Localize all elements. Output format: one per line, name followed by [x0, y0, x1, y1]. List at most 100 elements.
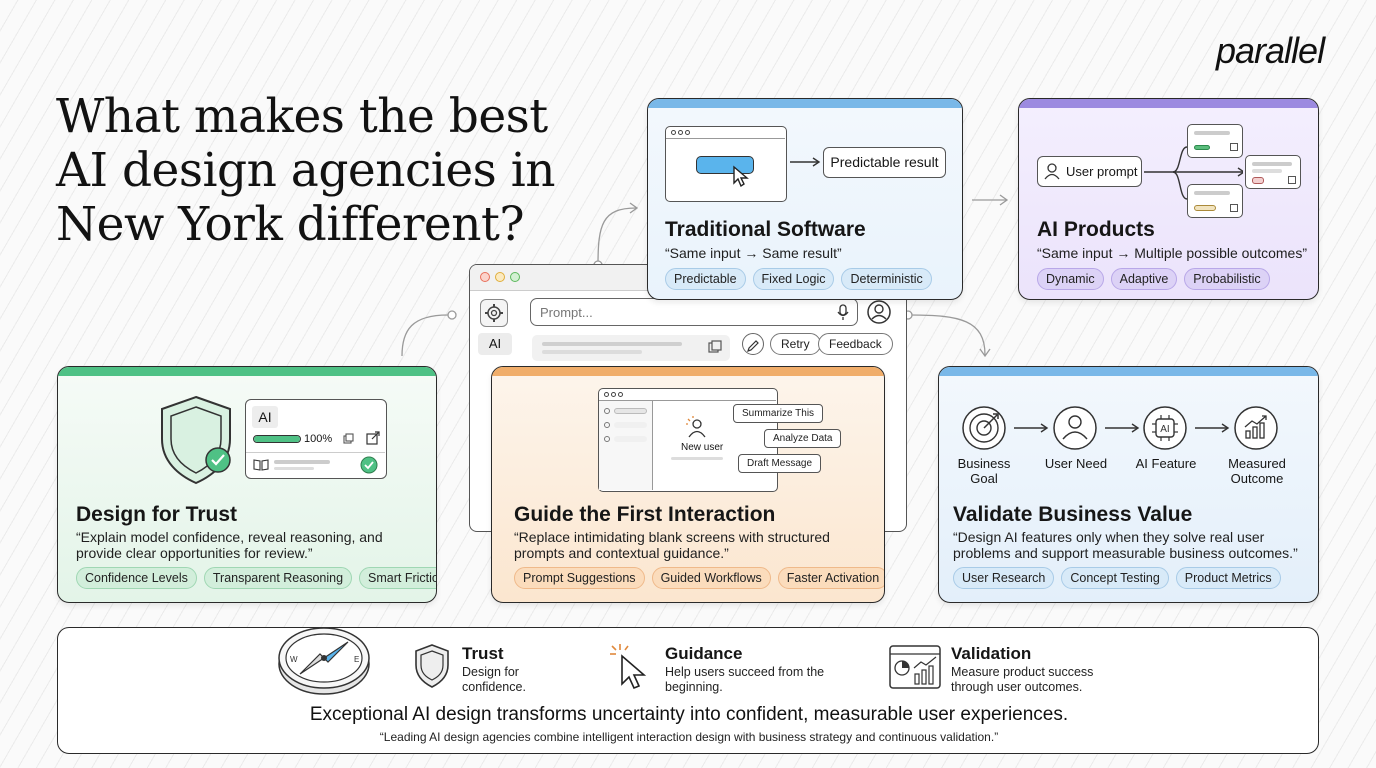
confidence-panel: AI 100% — [245, 399, 387, 479]
svg-text:AI: AI — [1160, 424, 1169, 435]
tag-smart-friction: Smart Friction — [359, 567, 436, 589]
new-user-label: New user — [681, 442, 724, 453]
tag-prompt-suggestions: Prompt Suggestions — [514, 567, 645, 589]
traditional-software-card: Predictable result Traditional Software … — [647, 98, 963, 300]
arrow-right-icon — [1014, 423, 1049, 433]
confidence-value: 100% — [304, 433, 333, 445]
user-icon — [1044, 163, 1060, 180]
suggestion-summarize[interactable]: Summarize This — [733, 404, 824, 423]
shield-icon — [415, 644, 449, 688]
brand-logo: parallel — [1216, 30, 1325, 71]
flow-business-goal: Business Goal — [957, 456, 1011, 486]
ai-products-subtitle: “Same input → Multiple possible outcomes… — [1037, 245, 1308, 261]
card-accent-bar — [939, 367, 1318, 376]
ai-products-card: User prompt AI Products “Same input → Mu… — [1018, 98, 1319, 300]
book-icon — [253, 459, 269, 471]
tag-probabilistic: Probabilistic — [1184, 268, 1270, 290]
tag-guided-workflows: Guided Workflows — [651, 567, 771, 589]
suggestion-draft-message[interactable]: Draft Message — [738, 454, 822, 473]
card-accent-bar — [492, 367, 884, 376]
predictable-result-box: Predictable result — [823, 147, 946, 178]
compass-icon: W E — [278, 627, 370, 695]
summary-validation-text: Measure product success through user out… — [951, 665, 1094, 694]
ai-chip-icon: AI — [1143, 406, 1187, 450]
validate-title: Validate Business Value — [953, 503, 1193, 526]
software-window-illustration — [665, 126, 787, 202]
blue-button-shape — [696, 156, 754, 174]
target-icon — [962, 406, 1006, 450]
user-prompt-label: User prompt — [1066, 164, 1138, 179]
summary-quote: “Leading AI design agencies combine inte… — [379, 730, 999, 744]
traditional-title: Traditional Software — [665, 218, 866, 241]
design-for-trust-card: AI 100% Design for Trust “Explain model … — [57, 366, 437, 603]
confidence-bar — [253, 435, 301, 443]
summary-validation-title: Validation — [951, 644, 1032, 663]
card-accent-bar — [1019, 99, 1318, 108]
tag-predictable: Predictable — [665, 268, 746, 290]
guide-first-interaction-card: New user Summarize This Analyze Data Dra… — [491, 366, 885, 603]
tag-adaptive: Adaptive — [1110, 268, 1178, 290]
svg-text:W: W — [290, 655, 298, 664]
tag-fixed-logic: Fixed Logic — [752, 268, 835, 290]
shield-check-icon — [161, 395, 231, 485]
tag-concept-testing: Concept Testing — [1061, 567, 1169, 589]
validate-business-value-card: AI Business Goal User Need AI Feature Me… — [938, 366, 1319, 603]
flow-ai-feature: AI Feature — [1135, 456, 1197, 471]
settings-gear-icon[interactable] — [480, 299, 508, 327]
arrow-right-icon — [1195, 423, 1230, 433]
suggestion-analyze-data[interactable]: Analyze Data — [764, 429, 842, 448]
card-accent-bar — [58, 367, 436, 376]
card-accent-bar — [648, 99, 962, 108]
external-link-icon — [366, 431, 380, 445]
tag-transparent-reasoning: Transparent Reasoning — [203, 567, 353, 589]
traditional-subtitle: “Same input → Same result” — [665, 245, 842, 261]
check-circle-icon — [360, 456, 378, 474]
flow-measured-outcome: Measured Outcome — [1228, 456, 1286, 486]
tag-user-research: User Research — [953, 567, 1055, 589]
prompt-input[interactable]: Prompt... — [530, 298, 858, 326]
summary-tagline: Exceptional AI design transforms uncerta… — [309, 704, 1069, 725]
outcome-card-3 — [1187, 184, 1243, 218]
outcome-card-1 — [1187, 124, 1243, 158]
cursor-icon — [733, 165, 749, 188]
outcome-card-2 — [1245, 155, 1301, 189]
validate-subtitle: “Design AI features only when they solve… — [953, 529, 1298, 561]
edit-pencil-icon[interactable] — [742, 333, 764, 355]
summary-guidance-text: Help users succeed from the beginning. — [665, 665, 825, 694]
retry-button[interactable]: Retry — [770, 333, 821, 355]
copy-icon — [343, 433, 354, 444]
user-prompt-box: User prompt — [1037, 156, 1142, 187]
guide-title: Guide the First Interaction — [514, 503, 776, 526]
summary-panel: W E Trust Design for confidence. Guidanc… — [57, 627, 1319, 754]
microphone-icon[interactable] — [836, 304, 850, 321]
trust-subtitle: “Explain model confidence, reveal reason… — [76, 529, 383, 561]
maximize-dot-icon[interactable] — [510, 272, 520, 282]
svg-text:E: E — [354, 655, 359, 664]
sidebar-ai-tab[interactable]: AI — [478, 333, 512, 355]
summary-guidance-title: Guidance — [665, 644, 743, 663]
click-cursor-icon — [610, 644, 647, 690]
ai-products-title: AI Products — [1037, 218, 1155, 241]
copy-icon[interactable] — [708, 340, 722, 354]
tag-confidence-levels: Confidence Levels — [76, 567, 197, 589]
feedback-button[interactable]: Feedback — [818, 333, 893, 355]
new-user-icon — [686, 416, 706, 438]
close-dot-icon[interactable] — [480, 272, 490, 282]
summary-trust-title: Trust — [462, 644, 504, 663]
user-need-icon — [1053, 406, 1097, 450]
tag-deterministic: Deterministic — [841, 268, 932, 290]
ai-badge: AI — [252, 406, 278, 428]
user-avatar-icon[interactable] — [866, 299, 892, 325]
guide-subtitle: “Replace intimidating blank screens with… — [514, 529, 830, 561]
flow-user-need: User Need — [1044, 456, 1108, 471]
minimize-dot-icon[interactable] — [495, 272, 505, 282]
summary-trust-text: Design for confidence. — [462, 665, 526, 694]
response-preview — [532, 335, 730, 361]
prompt-placeholder: Prompt... — [540, 305, 593, 320]
page-headline: What makes the best AI design agencies i… — [56, 89, 556, 252]
growth-chart-icon — [1234, 406, 1278, 450]
trust-title: Design for Trust — [76, 503, 238, 526]
tag-product-metrics: Product Metrics — [1175, 567, 1281, 589]
tag-faster-activation: Faster Activation — [777, 567, 884, 589]
